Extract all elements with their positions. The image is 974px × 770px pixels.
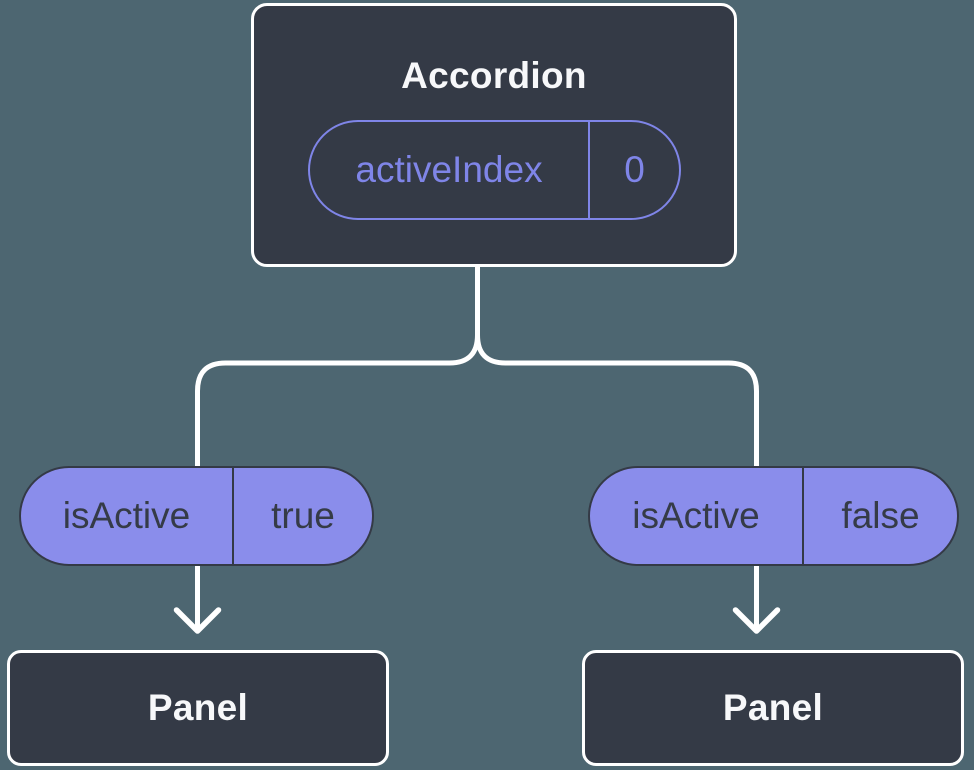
panel-node-right: Panel <box>582 650 964 766</box>
is-active-pill-left-name: isActive <box>21 468 234 564</box>
panel-node-left: Panel <box>7 650 389 766</box>
accordion-node: Accordion activeIndex 0 <box>251 3 737 267</box>
left-branch-path <box>195 264 480 628</box>
active-index-pill-name: activeIndex <box>310 122 590 218</box>
is-active-pill-right-name: isActive <box>590 468 804 564</box>
is-active-pill-left: isActive true <box>19 466 374 566</box>
active-index-pill-value: 0 <box>624 149 645 190</box>
panel-node-left-title: Panel <box>147 687 249 728</box>
accordion-node-title: Accordion <box>401 55 587 96</box>
right-arrowhead <box>732 607 781 634</box>
panel-node-right-title: Panel <box>722 687 824 728</box>
left-arrowhead <box>173 607 222 634</box>
right-branch-path <box>475 264 759 628</box>
is-active-pill-right: isActive false <box>588 466 959 566</box>
is-active-pill-right-value: false <box>841 495 920 536</box>
active-index-pill: activeIndex 0 <box>308 120 681 220</box>
is-active-pill-left-value: true <box>271 495 335 536</box>
